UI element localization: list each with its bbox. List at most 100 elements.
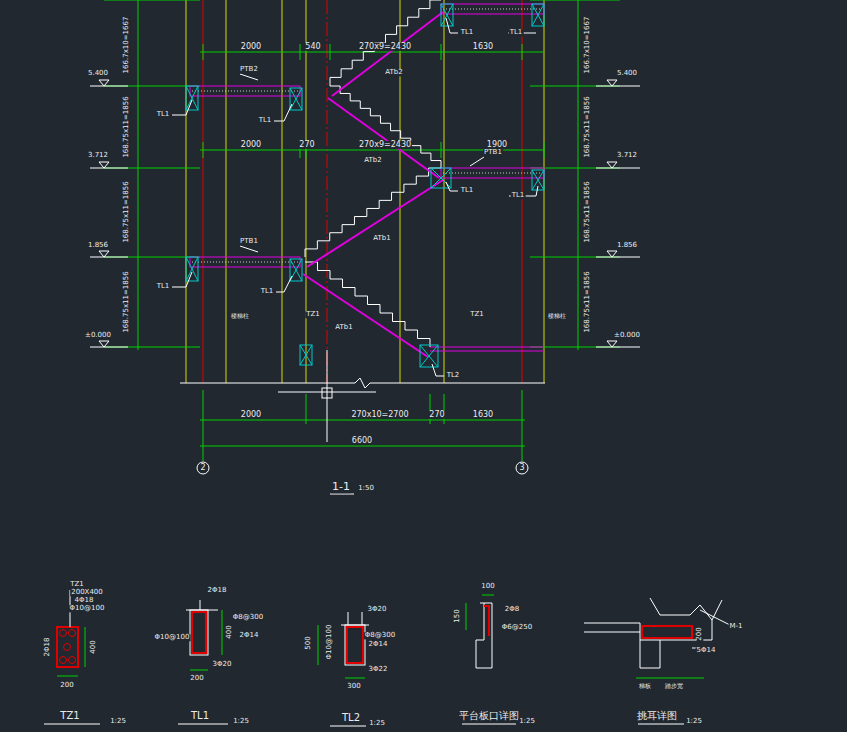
- beam-hatch: [431, 168, 451, 188]
- beam-hatch: [290, 88, 302, 110]
- drawing-label: M-1: [728, 623, 743, 630]
- drawing-label: TZ1: [469, 311, 485, 318]
- drawing-label: 200: [696, 626, 703, 641]
- stair-flights: [303, 0, 443, 357]
- drawing-label: 1-1: [331, 481, 351, 493]
- beam-hatch: [186, 86, 198, 110]
- drawing-label: ATb2: [363, 157, 382, 164]
- drawing-label: 梯板: [638, 683, 652, 689]
- drawing-label: TL1: [511, 192, 526, 199]
- beam-hatch: [186, 86, 198, 110]
- drawing-label: TL2: [446, 372, 461, 379]
- drawing-label: Φ8@300: [364, 632, 396, 639]
- drawing-label: 1:25: [368, 720, 386, 727]
- stair-steps: [305, 262, 430, 347]
- beam-hatch: [532, 4, 544, 26]
- beam-sections: [186, 4, 544, 367]
- drawing-label: TL1: [509, 29, 524, 36]
- stair-steps: [330, 0, 441, 86]
- drawing-label: 5.400: [616, 70, 638, 77]
- beam-hatch: [290, 88, 302, 110]
- drawing-label: 3Φ20: [367, 606, 388, 613]
- drawing-label: TL1: [260, 288, 275, 295]
- drawing-label: 270x10=2700: [350, 411, 409, 419]
- drawing-label: 1:25: [109, 718, 127, 725]
- drawing-label: 2Φ18: [44, 637, 51, 658]
- stair-slab: [303, 274, 428, 357]
- drawing-label: 200X400: [70, 589, 104, 596]
- drawing-label: 楼梯柱: [230, 313, 250, 319]
- drawing-label: 3Φ22: [368, 666, 389, 673]
- drawing-label: 3.712: [616, 152, 638, 159]
- grid-lines: [186, 0, 544, 383]
- drawing-label: ATb2: [384, 69, 403, 76]
- drawing-label: TL1: [258, 117, 273, 124]
- drawing-label: 6600: [351, 437, 373, 445]
- drawing-label: 1.856: [87, 242, 109, 249]
- drawing-label: Φ6@250: [501, 624, 533, 631]
- drawing-label: 168.75x11=1856: [584, 95, 591, 158]
- drawing-label: 挑耳详图: [636, 711, 678, 722]
- dimension-lines: [104, 0, 620, 461]
- drawing-label: 166.7x10=1667: [584, 16, 591, 75]
- beam-hatch: [532, 4, 544, 26]
- drawing-label: TL1: [190, 711, 210, 722]
- drawing-label: ±0.000: [613, 332, 641, 339]
- drawing-label: 2Φ8: [504, 606, 520, 613]
- drawing-label: 400: [226, 624, 233, 639]
- drawing-label: 168.75x11=1856: [123, 180, 130, 243]
- drawing-label: 168.75x11=1856: [123, 270, 130, 333]
- detail-sections: [57, 590, 730, 678]
- drawing-label: 200: [59, 682, 74, 689]
- drawing-label: 4Φ18: [74, 597, 95, 604]
- level-markers: [90, 80, 640, 347]
- drawing-label: 2000: [240, 411, 262, 419]
- drawing-label: 楼梯柱: [547, 313, 567, 319]
- landing-slabs: [190, 4, 544, 351]
- beam-hatch: [300, 345, 312, 365]
- drawing-label: 1630: [472, 43, 494, 51]
- drawing-label: 1:25: [685, 718, 703, 725]
- drawing-label: 1630: [472, 411, 494, 419]
- drawing-label: TL2: [341, 713, 361, 724]
- drawing-label: Φ10@100: [154, 634, 191, 641]
- drawing-label: 1900: [486, 141, 508, 149]
- drawing-label: ATb1: [372, 235, 391, 242]
- drawing-label: 2Φ18: [207, 587, 228, 594]
- drawing-label: 270x9=2430: [358, 43, 412, 51]
- drawing-label: 5.400: [87, 70, 109, 77]
- drawing-label: 540: [304, 43, 321, 51]
- drawing-label: 1:50: [357, 485, 375, 492]
- drawing-label: 270: [298, 141, 315, 149]
- drawing-label: TL1: [156, 283, 171, 290]
- drawing-label: 270: [428, 411, 445, 419]
- drawing-label: 1.856: [616, 242, 638, 249]
- drawing-label: Φ8@300: [232, 614, 264, 621]
- drawing-label: 2Φ14: [368, 641, 389, 648]
- drawing-label: TL1: [460, 29, 475, 36]
- drawing-label: 400: [90, 639, 97, 654]
- drawing-label: 168.75x11=1856: [584, 270, 591, 333]
- drawing-label: 2000: [240, 141, 262, 149]
- drawing-label: ATb1: [334, 324, 353, 331]
- drawing-label: PTB1: [239, 238, 259, 245]
- beam-hatch: [290, 259, 302, 281]
- drawing-label: 1:25: [518, 718, 536, 725]
- drawing-label: 166.7x10=1667: [123, 16, 130, 75]
- drawing-label: 平台板口详图: [458, 711, 520, 722]
- drawing-label: Φ10@100: [69, 605, 106, 612]
- drawing-label: 168.75x11=1856: [584, 180, 591, 243]
- drawing-label: 2Φ14: [239, 632, 260, 639]
- beam-hatch: [290, 259, 302, 281]
- drawing-label: TZ1: [305, 311, 321, 318]
- stair-steps: [330, 86, 441, 168]
- drawing-label: 3.712: [87, 152, 109, 159]
- drawing-label: 300: [346, 683, 361, 690]
- drawing-label: 3Φ20: [212, 661, 233, 668]
- drawing-label: 2000: [240, 43, 262, 51]
- drawing-label: PTB1: [483, 149, 503, 156]
- drawing-label: TZ1: [59, 711, 80, 722]
- drawing-label: TL1: [460, 187, 475, 194]
